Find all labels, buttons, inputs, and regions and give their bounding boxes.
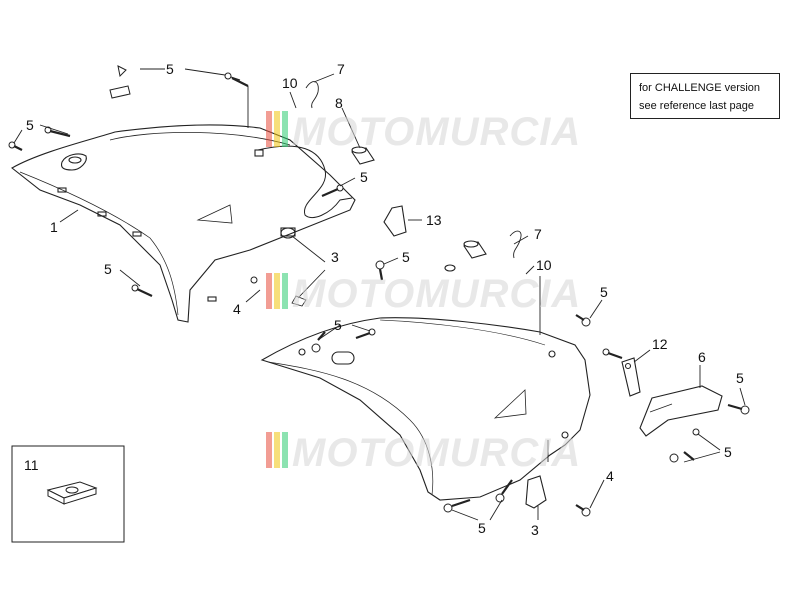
svg-text:MOTOMURCIA: MOTOMURCIA [292, 110, 581, 154]
label-1: 1 [50, 219, 58, 235]
bracket-6 [639, 385, 723, 437]
bushing-lower [444, 240, 487, 272]
label-4: 4 [233, 301, 241, 317]
label-7: 7 [534, 226, 542, 242]
watermark-upper: MOTOMURCIA [266, 110, 581, 154]
label-10: 10 [536, 257, 552, 273]
label-5: 5 [104, 261, 112, 277]
watermark-middle: MOTOMURCIA [266, 272, 581, 316]
label-10: 10 [282, 75, 298, 91]
clip-11-icon [46, 481, 98, 505]
label-6: 6 [698, 349, 706, 365]
inset-label: 11 [24, 457, 39, 473]
label-5: 5 [26, 117, 34, 133]
label-5: 5 [334, 317, 342, 333]
bracket-12 [621, 357, 641, 397]
bushing-upper [351, 146, 375, 165]
label-13: 13 [426, 212, 442, 228]
label-5: 5 [478, 520, 486, 536]
left-panel-opening [60, 153, 87, 171]
label-5: 5 [724, 444, 732, 460]
label-5: 5 [402, 249, 410, 265]
screw-group [8, 65, 750, 517]
clip-lower [509, 230, 522, 259]
inset-box: 11 [11, 445, 125, 543]
note-line-2: see reference last page [639, 100, 754, 112]
left-fairing-panel [11, 124, 356, 323]
label-5: 5 [166, 61, 174, 77]
label-8: 8 [335, 95, 343, 111]
svg-text:MOTOMURCIA: MOTOMURCIA [292, 431, 581, 475]
label-5: 5 [736, 370, 744, 386]
label-12: 12 [652, 336, 668, 352]
clip-upper [305, 81, 319, 109]
svg-text:MOTOMURCIA: MOTOMURCIA [292, 272, 581, 316]
right-fairing-panel [260, 317, 591, 501]
hose-upper [257, 145, 353, 219]
label-5: 5 [600, 284, 608, 300]
label-3: 3 [331, 249, 339, 265]
leader-lines [13, 68, 746, 521]
bracket-13 [383, 205, 407, 237]
note-line-1: for CHALLENGE version [639, 82, 761, 94]
label-5: 5 [360, 169, 368, 185]
label-3: 3 [531, 522, 539, 538]
label-7: 7 [337, 61, 345, 77]
challenge-version-note: for CHALLENGE version see reference last… [630, 73, 780, 119]
watermark-lower: MOTOMURCIA [266, 431, 581, 475]
bracket-3-lower [525, 475, 547, 509]
part-labels: 5 5 1 5 10 7 8 5 13 3 4 5 5 7 10 5 12 6 … [26, 61, 744, 538]
label-4: 4 [606, 468, 614, 484]
